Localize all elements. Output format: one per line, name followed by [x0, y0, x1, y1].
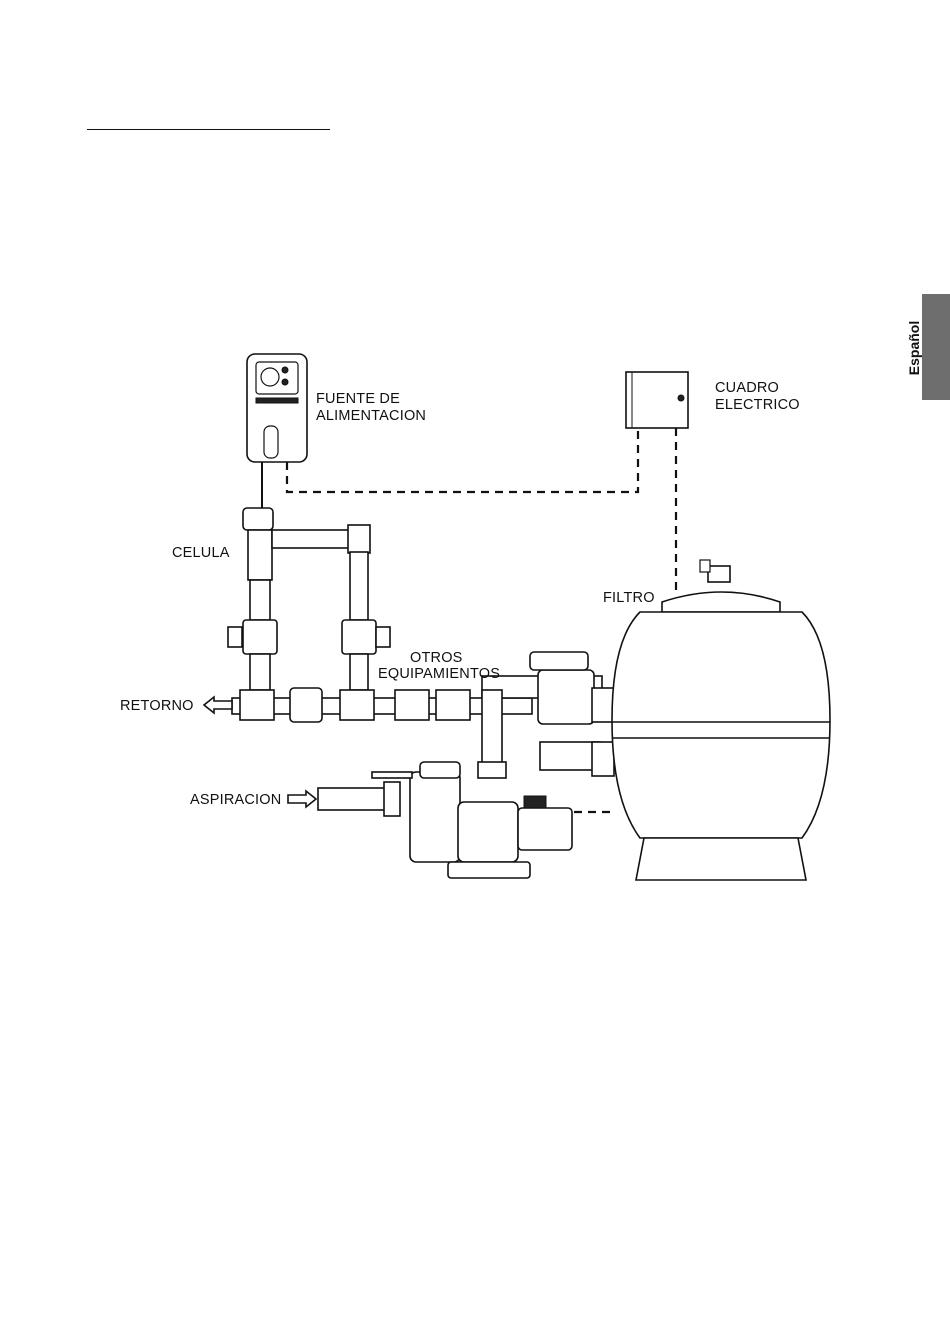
power-supply-unit	[247, 354, 307, 512]
power-supply-label-2: ALIMENTACION	[316, 408, 426, 425]
electric-panel-label-2: ELECTRICO	[715, 397, 800, 414]
power-supply-label-1: FUENTE DE	[316, 391, 400, 408]
suction-arrow-icon	[288, 791, 316, 807]
suction-label: ASPIRACION	[190, 792, 281, 809]
filter-label: FILTRO	[603, 590, 655, 607]
other-equipment-label-2: EQUIPAMIENTOS	[378, 666, 500, 683]
pump-unit	[318, 762, 572, 878]
electric-panel-box	[626, 372, 688, 428]
filter-tank	[612, 560, 830, 880]
other-equipment-label-1: OTROS	[410, 650, 463, 667]
cell-label: CELULA	[172, 545, 230, 562]
return-arrow-icon	[204, 697, 232, 713]
cell-and-bypass	[228, 508, 390, 690]
return-label: RETORNO	[120, 698, 194, 715]
electric-panel-label-1: CUADRO	[715, 380, 779, 397]
